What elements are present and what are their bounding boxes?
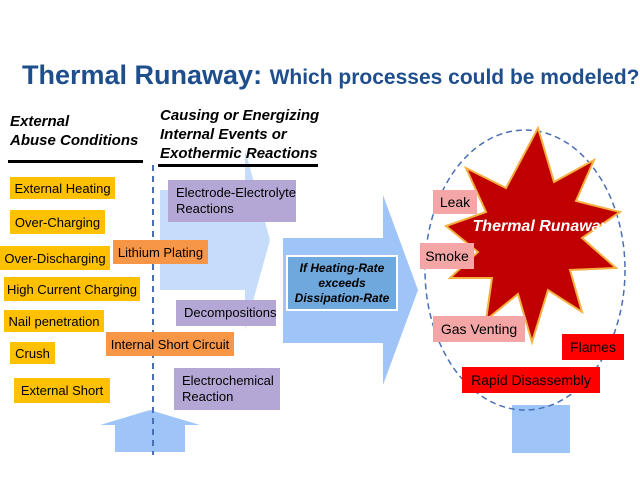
- reaction-label: Decompositions: [184, 305, 277, 320]
- internal-event-box: Internal Short Circuit: [106, 332, 234, 356]
- reaction-label: Electrode-Electrolyte Reactions: [176, 185, 296, 216]
- outcome-label: Smoke: [425, 248, 469, 264]
- abuse-condition-box: High Current Charging: [4, 277, 140, 301]
- condition-line1: If Heating-Rate: [299, 260, 385, 275]
- abuse-condition-label: Over-Discharging: [4, 250, 106, 266]
- abuse-condition-label: Over-Charging: [14, 214, 101, 230]
- abuse-condition-label: External Short: [20, 383, 104, 398]
- abuse-condition-box: External Heating: [10, 177, 115, 199]
- abuse-condition-box: Over-Discharging: [0, 246, 110, 270]
- abuse-condition-box: Crush: [10, 342, 55, 364]
- external-header-line1: External: [10, 113, 70, 130]
- causing-header-underline: [158, 164, 318, 167]
- outcome-label: Gas Venting: [440, 321, 518, 337]
- reaction-box: Decompositions: [176, 300, 277, 326]
- outcome-rapid-disassembly: Rapid Disassembly: [462, 367, 600, 393]
- outcome-smoke: Smoke: [420, 243, 474, 269]
- outcome-flames: Flames: [562, 334, 624, 360]
- abuse-condition-label: Nail penetration: [8, 313, 100, 329]
- outcome-label: Leak: [439, 194, 471, 210]
- reaction-label: Electrochemical Reaction: [182, 373, 274, 404]
- causing-header-line3: Exothermic Reactions: [160, 145, 318, 162]
- condition-line2: exceeds: [318, 275, 366, 290]
- external-header-line2: Abuse Conditions: [10, 132, 139, 149]
- causing-header: Causing or Energizing Internal Events or…: [160, 106, 319, 163]
- up-arrow-shape: [100, 410, 200, 452]
- outcome-gas-venting: Gas Venting: [433, 316, 525, 342]
- title-main: Thermal Runaway:: [22, 60, 263, 90]
- page-title: Thermal Runaway: Which processes could b…: [22, 60, 640, 91]
- causing-header-line2: Internal Events or: [160, 126, 287, 143]
- internal-event-box: Lithium Plating: [113, 240, 208, 264]
- condition-line3: Dissipation-Rate: [294, 290, 390, 305]
- bottom-arrow-stem: [512, 405, 570, 453]
- abuse-condition-box: External Short: [14, 378, 110, 403]
- abuse-condition-label: External Heating: [14, 180, 111, 196]
- thermal-runaway-label: Thermal Runaway: [472, 218, 610, 235]
- abuse-condition-box: Nail penetration: [4, 310, 104, 332]
- outcome-label: Rapid Disassembly: [471, 372, 591, 388]
- heating-rate-condition: If Heating-Rate exceeds Dissipation-Rate: [286, 255, 398, 311]
- abuse-condition-label: Crush: [15, 345, 50, 361]
- internal-event-label: Internal Short Circuit: [110, 336, 230, 352]
- title-subtitle: Which processes could be modeled?: [269, 66, 640, 89]
- causing-header-line1: Causing or Energizing: [160, 107, 320, 124]
- outcome-ellipse: [424, 129, 626, 411]
- reaction-box: Electrode-Electrolyte Reactions: [168, 180, 296, 222]
- reaction-box: Electrochemical Reaction: [174, 368, 280, 410]
- outcome-leak: Leak: [433, 190, 477, 214]
- abuse-condition-label: High Current Charging: [6, 281, 138, 297]
- explosion-star-icon: [443, 125, 623, 346]
- external-header-underline: [8, 160, 143, 163]
- outcome-label: Flames: [570, 339, 616, 355]
- internal-event-label: Lithium Plating: [117, 244, 204, 260]
- external-header: External Abuse Conditions: [10, 112, 138, 150]
- abuse-condition-box: Over-Charging: [10, 210, 105, 234]
